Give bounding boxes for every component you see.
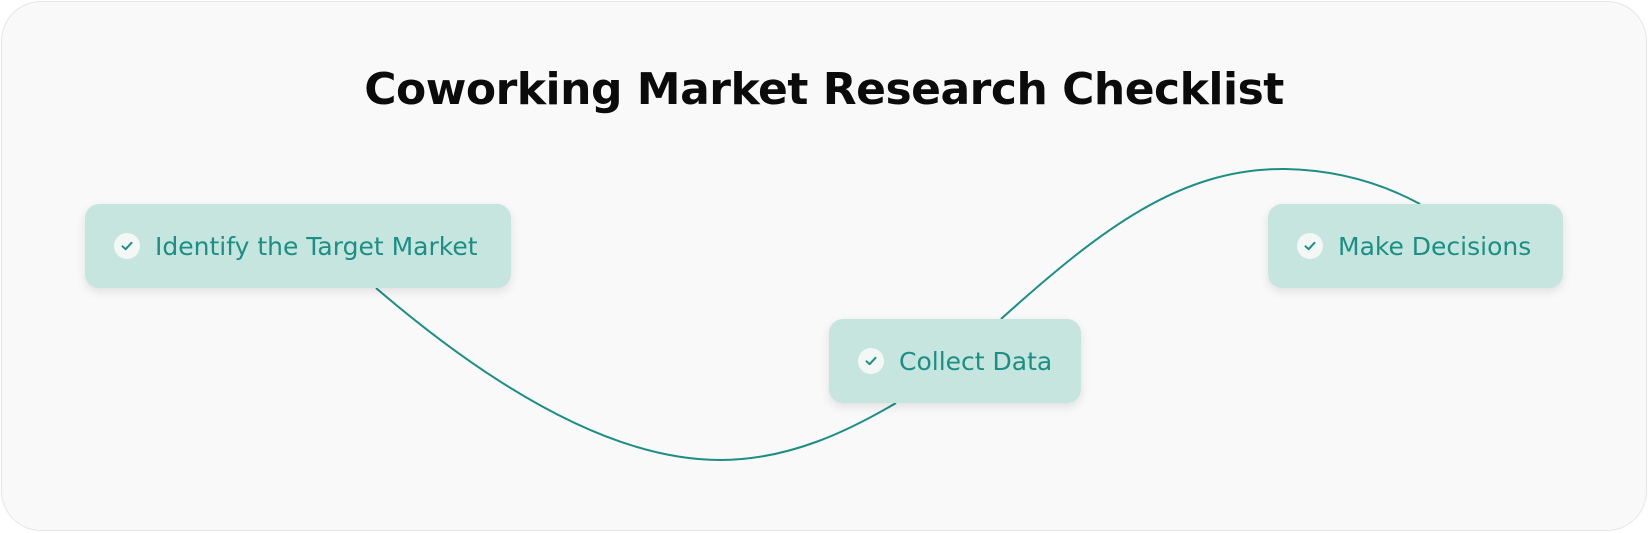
connector-1-to-2 <box>375 287 897 462</box>
check-icon <box>1297 233 1323 259</box>
check-icon <box>114 233 140 259</box>
step-identify-target-market: Identify the Target Market <box>85 204 511 288</box>
step-label: Make Decisions <box>1338 231 1532 261</box>
check-icon <box>858 348 884 374</box>
connector-2-to-3 <box>1000 167 1421 320</box>
diagram-title: Coworking Market Research Checklist <box>364 64 1284 115</box>
step-collect-data: Collect Data <box>829 319 1081 403</box>
step-make-decisions: Make Decisions <box>1268 204 1563 288</box>
step-label: Collect Data <box>899 346 1053 376</box>
step-label: Identify the Target Market <box>155 231 478 261</box>
